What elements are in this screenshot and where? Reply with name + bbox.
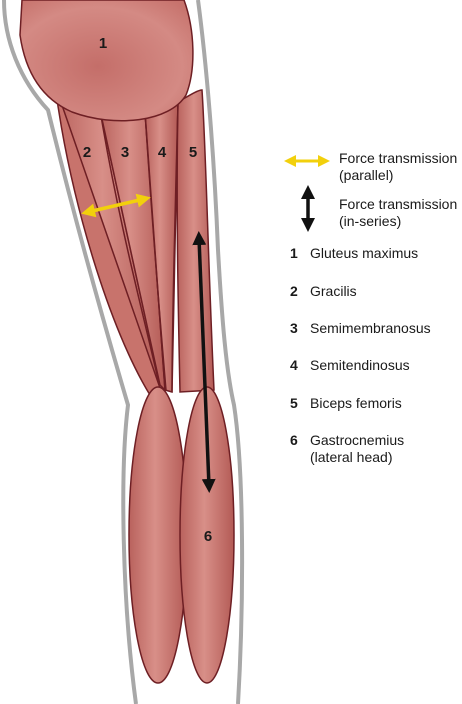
- legend-parallel-label: Force transmission (parallel): [339, 150, 458, 183]
- legend-number: 2: [290, 283, 298, 299]
- legend-label: Semimembranosus: [310, 320, 431, 336]
- legend-label: Gracilis: [310, 283, 357, 299]
- legend-item-semitendinosus: 4 Semitendinosus: [290, 357, 410, 374]
- muscle-number-2: 2: [83, 144, 91, 161]
- muscle-number-5: 5: [189, 144, 197, 161]
- legend-item-gluteus-maximus: 1 Gluteus maximus: [290, 245, 418, 262]
- muscle-number-4: 4: [158, 144, 167, 161]
- muscle-gluteus-maximus: [19, 0, 194, 122]
- legend-number: 4: [290, 357, 298, 373]
- legend-number: 3: [290, 320, 298, 336]
- fibre-line: [99, 109, 161, 389]
- legend-number: 5: [290, 395, 298, 411]
- legend-label: Biceps femoris: [310, 395, 402, 411]
- legend-item-gastrocnemius: 6 Gastrocnemius (lateral head): [290, 432, 404, 466]
- leg-outline-left: [2, 0, 138, 704]
- muscle-biceps-femoris: [176, 89, 215, 393]
- series-force-arrow: [192, 231, 216, 493]
- muscle-number-6: 6: [204, 528, 212, 545]
- muscle-gastrocnemius-medial: [128, 386, 188, 684]
- legend-in-series-label: Force transmission (in-series): [339, 196, 458, 229]
- muscle-number-3: 3: [121, 144, 129, 161]
- legend-label: Gluteus maximus: [310, 245, 419, 261]
- legend-label: Gastrocnemius (lateral head): [310, 432, 405, 465]
- legend-item-semimembranosus: 3 Semimembranosus: [290, 320, 431, 337]
- legend-item-gracilis: 2 Gracilis: [290, 283, 357, 300]
- legend-label: Semitendinosus: [310, 357, 410, 373]
- muscle-number-1: 1: [99, 35, 107, 52]
- legend-number: 6: [290, 432, 298, 448]
- muscle-hamstring-left-edge: [54, 84, 161, 397]
- legend-item-biceps-femoris: 5 Biceps femoris: [290, 395, 402, 412]
- fibre-line: [144, 111, 167, 391]
- fibre-line: [171, 101, 179, 393]
- legend-number: 1: [290, 245, 298, 261]
- parallel-force-arrow: [81, 193, 151, 218]
- leg-outline-right: [196, 0, 245, 704]
